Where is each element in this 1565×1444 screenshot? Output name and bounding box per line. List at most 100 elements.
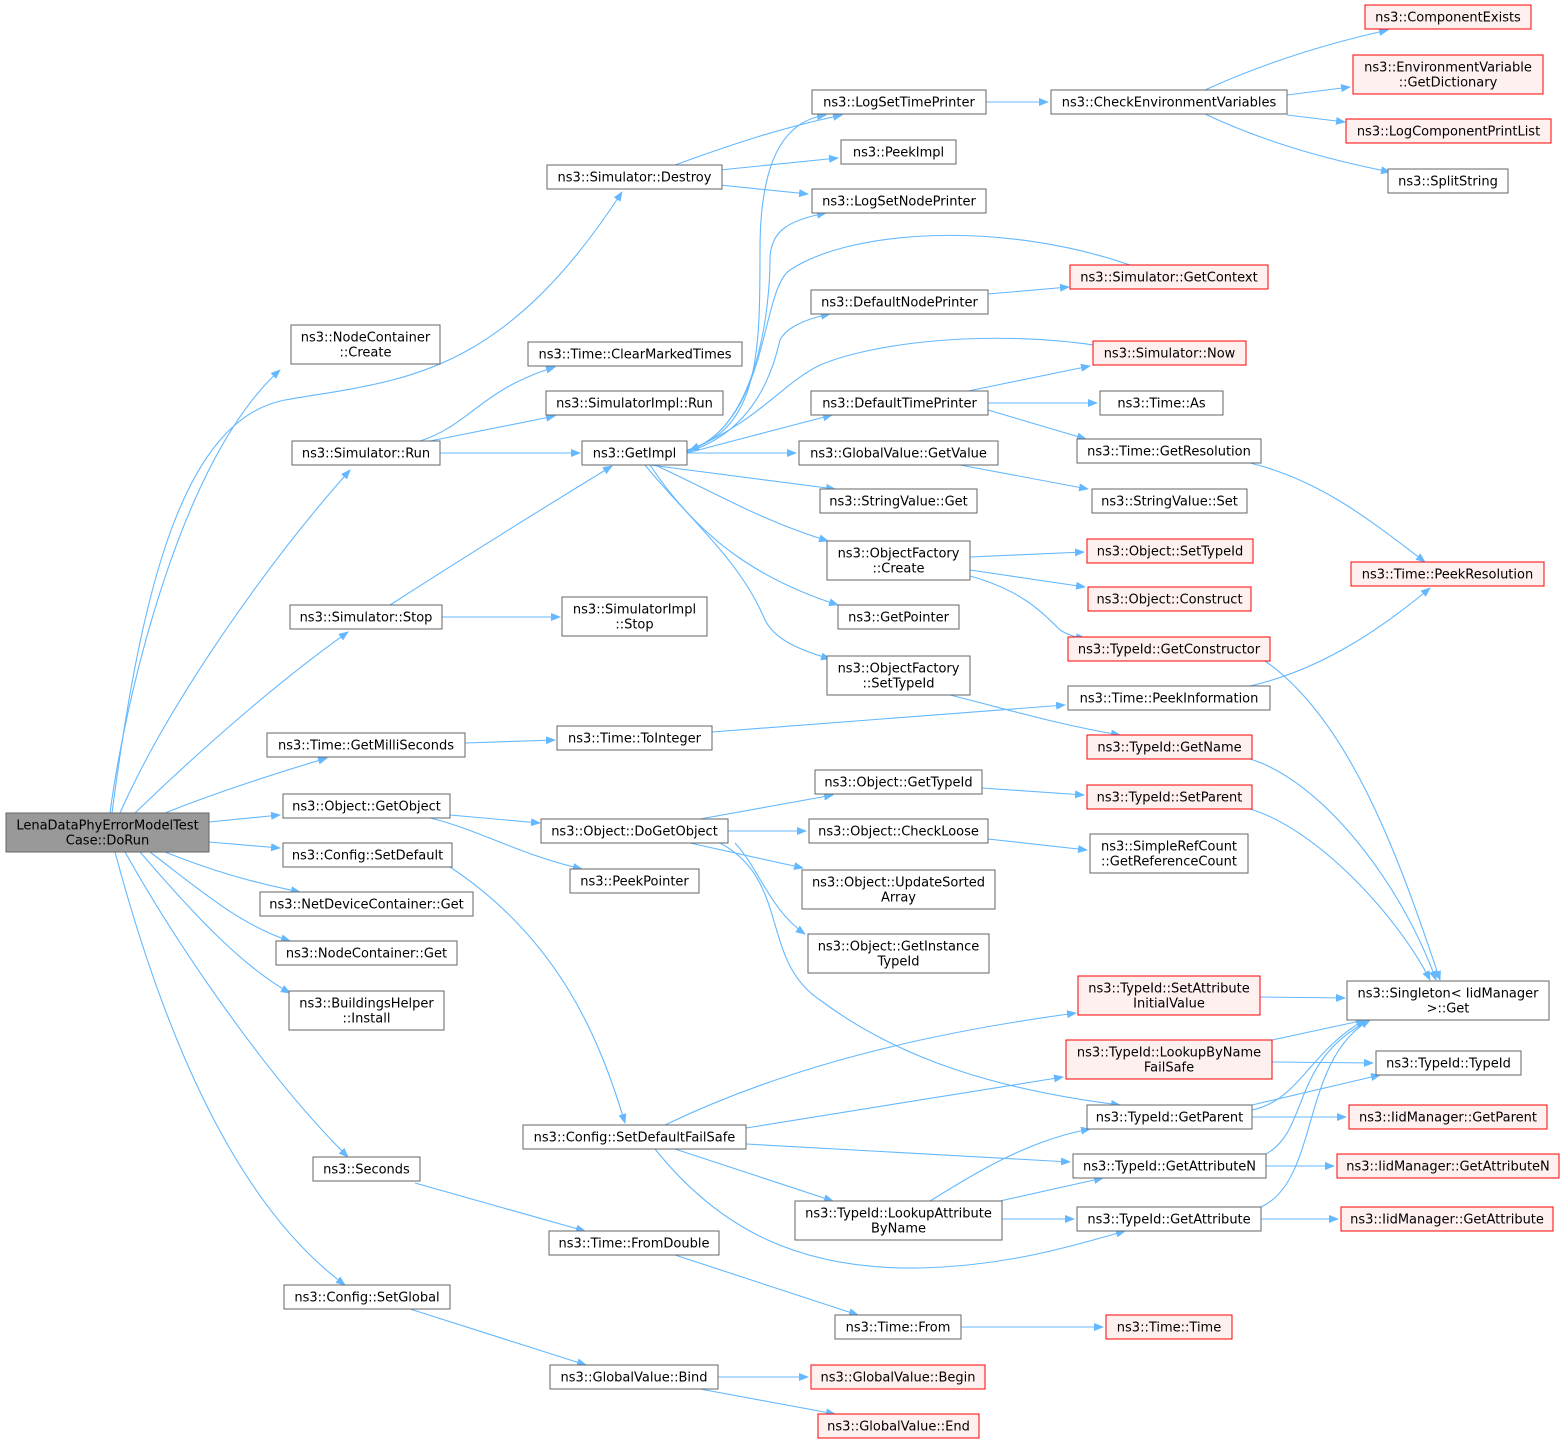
- node-envvar_getdict[interactable]: ns3::EnvironmentVariable::GetDictionary: [1352, 54, 1544, 95]
- node-label: ns3::Config::SetDefaultFailSafe: [534, 1131, 736, 1146]
- node-bh_install[interactable]: ns3::BuildingsHelper::Install: [288, 990, 445, 1031]
- node-checkenv[interactable]: ns3::CheckEnvironmentVariables: [1050, 89, 1288, 115]
- node-box: [834, 1314, 962, 1340]
- node-box: [801, 869, 996, 910]
- node-tid_setparent[interactable]: ns3::TypeId::SetParent: [1086, 784, 1253, 810]
- edge-obj_dogetobject-to-obj_gettypeid: [699, 792, 834, 820]
- node-logsetnodeprinter[interactable]: ns3::LogSetNodePrinter: [811, 188, 987, 214]
- edge-root-to-bh_install: [139, 851, 291, 994]
- node-cfg_setglobal[interactable]: ns3::Config::SetGlobal: [283, 1284, 451, 1310]
- edge-cfg_setdefaultfs-to-tid_lookupattr: [674, 1148, 834, 1202]
- node-compexists[interactable]: ns3::ComponentExists: [1364, 4, 1532, 30]
- node-sim_destroy[interactable]: ns3::Simulator::Destroy: [546, 164, 723, 190]
- node-obj_settypeid[interactable]: ns3::Object::SetTypeId: [1086, 538, 1254, 564]
- node-time_clearmarked[interactable]: ns3::Time::ClearMarkedTimes: [527, 341, 743, 367]
- node-peekimpl[interactable]: ns3::PeekImpl: [840, 139, 957, 165]
- node-gv_end[interactable]: ns3::GlobalValue::End: [817, 1413, 980, 1439]
- node-iid_getattr[interactable]: ns3::IidManager::GetAttribute: [1340, 1206, 1554, 1232]
- node-src_getrefcount[interactable]: ns3::SimpleRefCount::GetReferenceCount: [1089, 833, 1249, 874]
- node-iid_getattrn[interactable]: ns3::IidManager::GetAttributeN: [1336, 1153, 1560, 1179]
- node-time_getres[interactable]: ns3::Time::GetResolution: [1076, 438, 1262, 464]
- node-cfg_setdefaultfs[interactable]: ns3::Config::SetDefaultFailSafe: [522, 1124, 747, 1150]
- node-obj_construct[interactable]: ns3::Object::Construct: [1087, 586, 1252, 612]
- node-sv_get[interactable]: ns3::StringValue::Get: [819, 488, 978, 514]
- node-time_getms[interactable]: ns3::Time::GetMilliSeconds: [266, 732, 466, 758]
- node-label: ::Install: [343, 1012, 391, 1027]
- node-simimpl_run[interactable]: ns3::SimulatorImpl::Run: [545, 390, 724, 416]
- node-time_tointeger[interactable]: ns3::Time::ToInteger: [556, 725, 713, 751]
- node-time_time[interactable]: ns3::Time::Time: [1105, 1314, 1233, 1340]
- node-label: ns3::EnvironmentVariable: [1364, 61, 1532, 76]
- node-getpointer[interactable]: ns3::GetPointer: [837, 604, 960, 630]
- node-seconds[interactable]: ns3::Seconds: [312, 1156, 421, 1182]
- node-obj_getobject[interactable]: ns3::Object::GetObject: [282, 793, 451, 819]
- node-obj_dogetobject[interactable]: ns3::Object::DoGetObject: [540, 818, 729, 844]
- node-nc_create[interactable]: ns3::NodeContainer::Create: [290, 324, 441, 365]
- node-of_create[interactable]: ns3::ObjectFactory::Create: [826, 540, 971, 581]
- node-box: [569, 868, 700, 894]
- node-label: ns3::Object::CheckLoose: [818, 825, 979, 840]
- node-tid_typeid[interactable]: ns3::TypeId::TypeId: [1375, 1050, 1522, 1076]
- node-getimpl[interactable]: ns3::GetImpl: [581, 440, 688, 466]
- node-gv_begin[interactable]: ns3::GlobalValue::Begin: [810, 1364, 986, 1390]
- node-time_from[interactable]: ns3::Time::From: [834, 1314, 962, 1340]
- node-ndc_get[interactable]: ns3::NetDeviceContainer::Get: [259, 891, 474, 917]
- node-iid_getparent[interactable]: ns3::IidManager::GetParent: [1348, 1104, 1548, 1130]
- node-singleton_get[interactable]: ns3::Singleton< IidManager>::Get: [1346, 980, 1550, 1021]
- edge-of_create-to-obj_construct: [969, 569, 1086, 590]
- node-gv_bind[interactable]: ns3::GlobalValue::Bind: [549, 1364, 719, 1390]
- node-peekpointer[interactable]: ns3::PeekPointer: [569, 868, 700, 894]
- node-of_settypeid[interactable]: ns3::ObjectFactory::SetTypeId: [826, 655, 971, 696]
- node-label: ns3::TypeId::GetAttributeN: [1083, 1160, 1256, 1175]
- node-obj_checkloose[interactable]: ns3::Object::CheckLoose: [808, 818, 989, 844]
- edge-getimpl-to-defaultnodeprinter: [686, 311, 831, 453]
- node-sim_now[interactable]: ns3::Simulator::Now: [1092, 340, 1247, 366]
- node-simimpl_stop[interactable]: ns3::SimulatorImpl::Stop: [561, 596, 708, 637]
- node-time_as[interactable]: ns3::Time::As: [1099, 390, 1224, 416]
- node-time_fromdouble[interactable]: ns3::Time::FromDouble: [548, 1230, 720, 1256]
- nodes-layer: LenaDataPhyErrorModelTestCase::DoRunns3:…: [5, 4, 1560, 1439]
- node-label: ns3::GlobalValue::Begin: [821, 1371, 976, 1386]
- node-time_peekinfo[interactable]: ns3::Time::PeekInformation: [1067, 685, 1271, 711]
- node-box: [1072, 1153, 1267, 1179]
- node-logcompprint[interactable]: ns3::LogComponentPrintList: [1345, 118, 1552, 144]
- node-label: ns3::IidManager::GetAttributeN: [1346, 1160, 1550, 1175]
- node-obj_gettypeid[interactable]: ns3::Object::GetTypeId: [814, 769, 983, 795]
- node-sim_run[interactable]: ns3::Simulator::Run: [291, 440, 441, 466]
- node-tid_getparent[interactable]: ns3::TypeId::GetParent: [1086, 1104, 1253, 1130]
- node-defaultnodeprinter[interactable]: ns3::DefaultNodePrinter: [810, 289, 989, 315]
- node-time_peekres[interactable]: ns3::Time::PeekResolution: [1350, 561, 1545, 587]
- edge-gv_getvalue-to-sv_set: [959, 464, 1089, 492]
- node-splitstring[interactable]: ns3::SplitString: [1387, 168, 1509, 194]
- edge-seconds-to-time_fromdouble: [414, 1182, 586, 1233]
- node-label: ns3::ObjectFactory: [838, 547, 960, 562]
- node-label: ns3::Object::GetInstance: [818, 940, 980, 955]
- node-box: [289, 604, 443, 630]
- node-tid_getattr[interactable]: ns3::TypeId::GetAttribute: [1076, 1206, 1262, 1232]
- edge-root-to-nc_create: [109, 369, 281, 814]
- node-sim_stop[interactable]: ns3::Simulator::Stop: [289, 604, 443, 630]
- node-logsettimeprinter[interactable]: ns3::LogSetTimePrinter: [811, 89, 987, 115]
- node-sv_set[interactable]: ns3::StringValue::Set: [1091, 488, 1248, 514]
- node-nc_get[interactable]: ns3::NodeContainer::Get: [275, 940, 458, 966]
- node-label: FailSafe: [1144, 1061, 1194, 1076]
- node-tid_getattrn[interactable]: ns3::TypeId::GetAttributeN: [1072, 1153, 1267, 1179]
- node-tid_getname[interactable]: ns3::TypeId::GetName: [1086, 734, 1253, 760]
- node-gv_getvalue[interactable]: ns3::GlobalValue::GetValue: [798, 440, 999, 466]
- node-label: ns3::Simulator::Run: [302, 447, 430, 462]
- node-sim_getcontext[interactable]: ns3::Simulator::GetContext: [1069, 264, 1269, 290]
- node-label: ns3::LogComponentPrintList: [1357, 125, 1540, 140]
- node-cfg_setdefault[interactable]: ns3::Config::SetDefault: [282, 842, 453, 868]
- node-tid_getconstructor[interactable]: ns3::TypeId::GetConstructor: [1067, 636, 1271, 662]
- node-box: [1086, 538, 1254, 564]
- edge-tid_getattr-to-singleton_get: [1260, 1019, 1371, 1208]
- node-label: ns3::Simulator::Now: [1104, 347, 1236, 362]
- node-defaulttimeprinter[interactable]: ns3::DefaultTimePrinter: [810, 390, 989, 416]
